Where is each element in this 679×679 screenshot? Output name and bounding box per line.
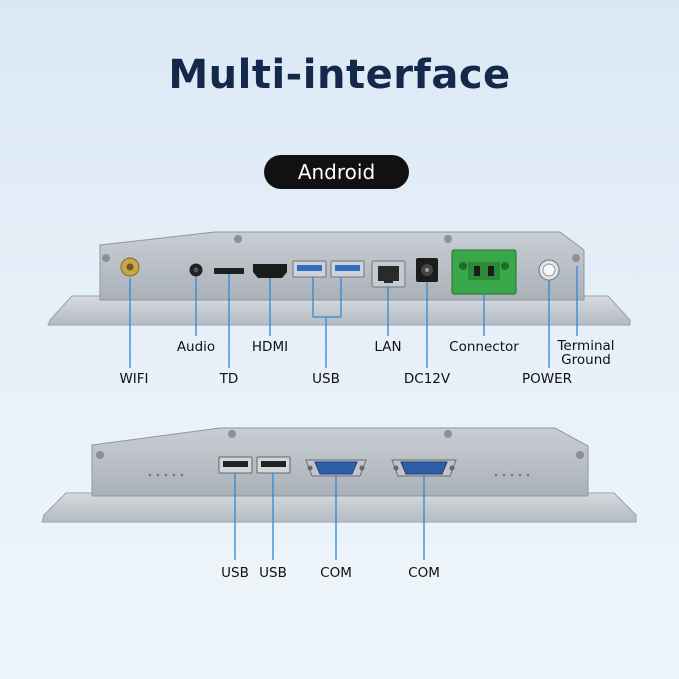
audio-label: Audio [176, 339, 216, 355]
wifi-antenna-port-icon [120, 257, 140, 277]
dc12v-label: DC12V [403, 371, 451, 387]
bottom-leader-lines [234, 473, 425, 560]
hdmi-port-icon [253, 264, 287, 278]
power-label: POWER [521, 371, 573, 387]
screw-icon [576, 451, 584, 459]
page-title: Multi-interface [168, 52, 511, 98]
bottom-panel [41, 427, 637, 523]
usb-port-icon [330, 260, 365, 278]
hdmi-label: HDMI [251, 339, 289, 355]
lan-label: LAN [374, 339, 402, 355]
com-port-icon [305, 459, 367, 477]
screw-icon [444, 235, 452, 243]
screw-icon [228, 430, 236, 438]
top-panel [47, 231, 631, 326]
com-port-icon [391, 459, 457, 477]
screw-icon [102, 254, 110, 262]
usb-label: USB [259, 565, 287, 581]
vent-dots-left [148, 473, 184, 477]
terminal-connector-icon [451, 249, 517, 295]
vent-dots-right [494, 473, 530, 477]
wifi-label: WIFI [119, 371, 149, 387]
os-badge: Android [264, 155, 409, 189]
usb-label: USB [221, 565, 249, 581]
power-button-icon [538, 259, 560, 281]
usb-port-icon [218, 456, 253, 474]
screw-icon [96, 451, 104, 459]
td-label: TD [219, 371, 239, 387]
terminal-ground-label-line1: Terminal [557, 338, 615, 354]
usb-port-icon [292, 260, 327, 278]
terminal-ground-label-line2: Ground [561, 352, 611, 368]
lan-port-icon [371, 260, 406, 288]
usb-port-icon [256, 456, 291, 474]
audio-jack-icon [189, 263, 203, 277]
screw-icon [572, 254, 580, 262]
bottom-panel-flange [41, 492, 637, 523]
screw-icon [234, 235, 242, 243]
screw-icon [444, 430, 452, 438]
usb-label: USB [312, 371, 340, 387]
top-leader-lines [129, 266, 578, 368]
connector-label: Connector [449, 339, 519, 355]
com-label: COM [408, 565, 440, 581]
tf-card-slot-icon [214, 268, 244, 274]
com-label: COM [320, 565, 352, 581]
dc-power-jack-icon [416, 258, 438, 282]
